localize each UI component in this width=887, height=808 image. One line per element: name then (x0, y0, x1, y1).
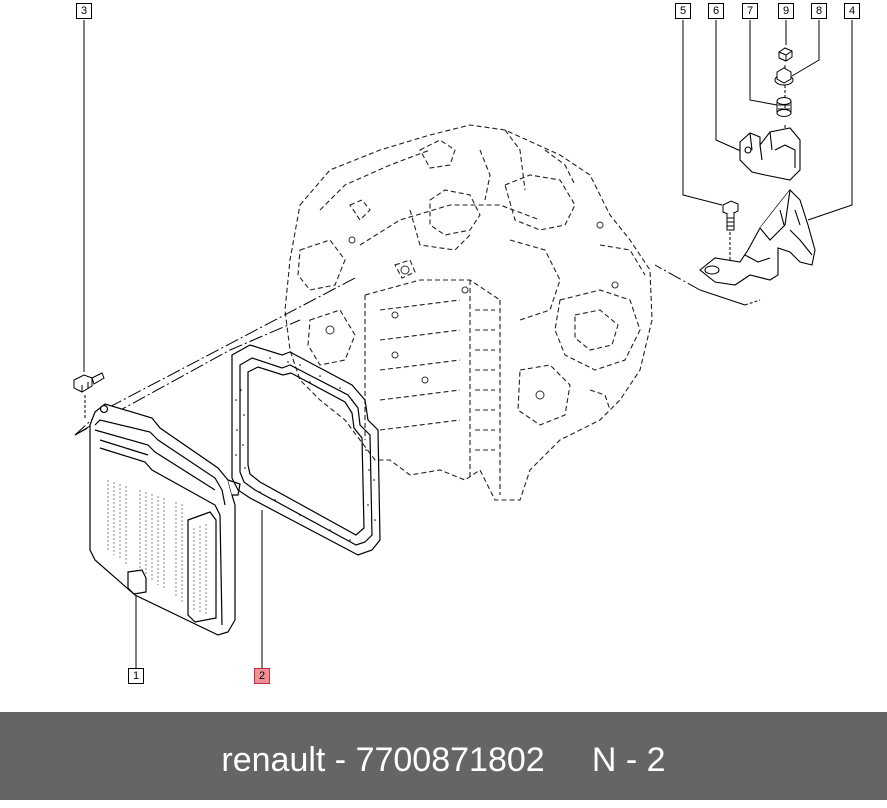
callout-4[interactable]: 4 (844, 3, 860, 19)
part-number: 7700871802 (355, 741, 545, 779)
callout-3[interactable]: 3 (76, 3, 92, 19)
gearbox-housing-outline (284, 124, 653, 501)
footer-bar: renault - 7700871802 N - 2 (0, 712, 887, 800)
projection-lines (74, 65, 786, 436)
caption-separator: - (325, 741, 356, 779)
bracket-part-4 (699, 189, 816, 286)
leader-lines (83, 20, 853, 668)
callout-2[interactable]: 2 (254, 668, 270, 684)
callout-7[interactable]: 7 (742, 3, 758, 19)
gasket-part-2 (231, 344, 381, 556)
bolt-part-5 (722, 200, 739, 231)
callout-5[interactable]: 5 (675, 3, 691, 19)
bush-part-7 (776, 97, 792, 117)
bolt-part-3 (73, 372, 105, 393)
brand-name: renault (221, 741, 326, 779)
gearbox-bolt-details (325, 221, 619, 400)
caption-gap (545, 741, 592, 779)
callout-6[interactable]: 6 (708, 3, 724, 19)
filter-cover-texture (107, 480, 207, 616)
diagram-position: N - 2 (591, 741, 666, 779)
footer-caption: renault - 7700871802 N - 2 (0, 712, 887, 800)
parts-diagram: 3 1 2 5 6 7 9 8 4 (73, 3, 860, 684)
nut-part-9 (778, 47, 793, 62)
callout-8[interactable]: 8 (811, 3, 827, 19)
filter-cover-part-1 (89, 403, 241, 636)
callout-1[interactable]: 1 (128, 668, 144, 684)
nut-part-8 (774, 67, 794, 86)
gasket-texture (235, 357, 376, 541)
callout-9[interactable]: 9 (778, 3, 794, 19)
bracket-part-6 (739, 127, 801, 181)
exploded-view-drawing (73, 20, 853, 668)
